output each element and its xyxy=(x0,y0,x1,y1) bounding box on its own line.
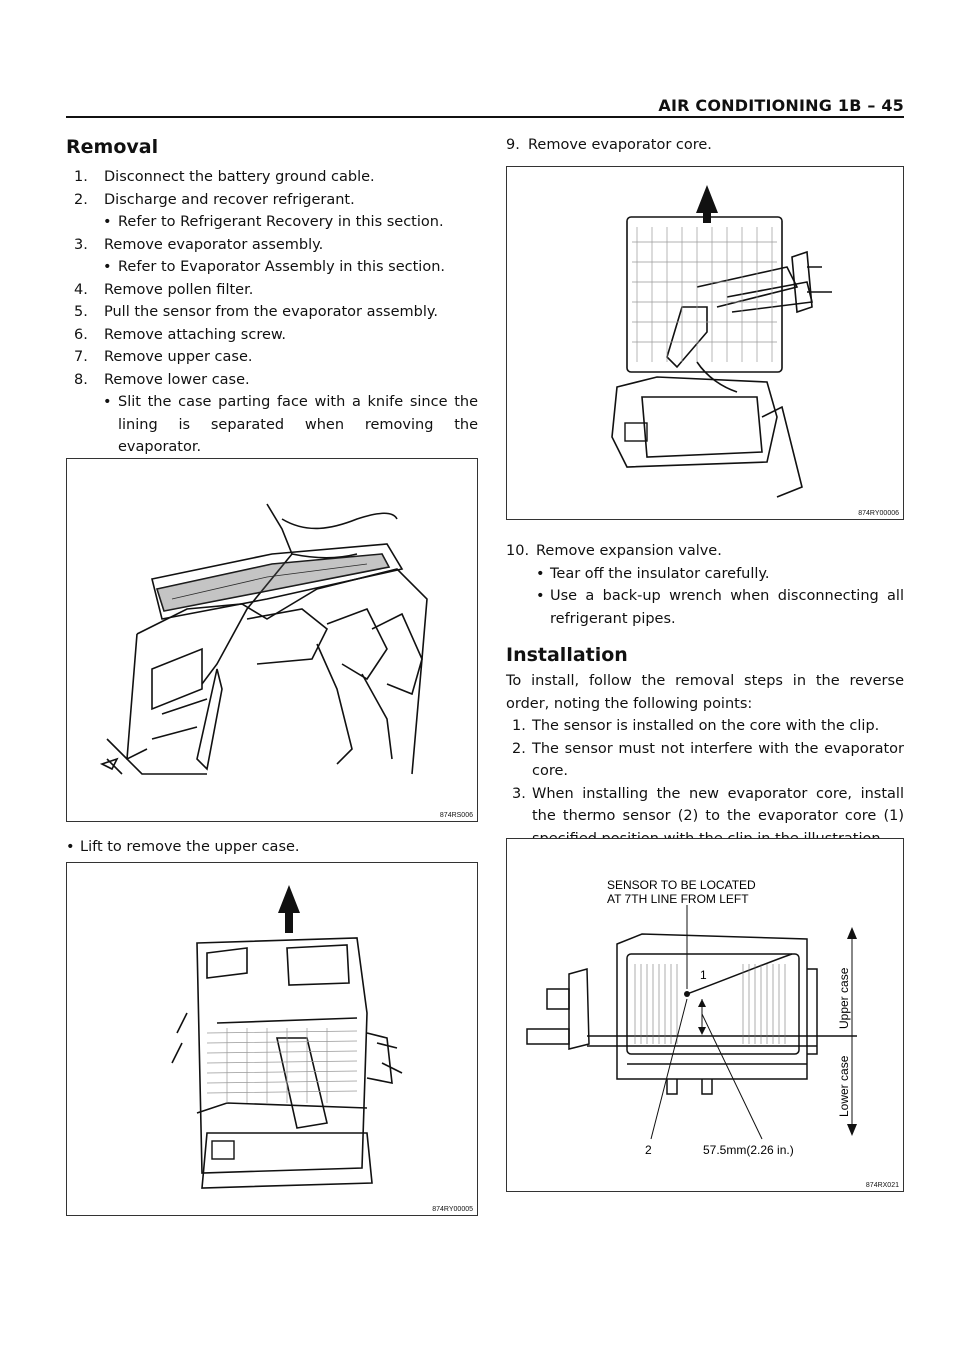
callout-2: 2 xyxy=(645,1143,652,1157)
header-rule xyxy=(66,116,904,118)
figure-code: 874RS006 xyxy=(439,812,473,819)
removal-step-10: 10.Remove expansion valve. xyxy=(506,543,722,559)
upper-case-label: Upper case xyxy=(837,967,851,1029)
sensor-position-diagram: SENSOR TO BE LOCATED AT 7TH LINE FROM LE… xyxy=(526,878,857,1157)
removal-step: 2.Discharge and recover refrigerant. xyxy=(74,191,355,208)
installation-intro: To install, follow the removal steps in … xyxy=(506,673,904,712)
step10-bullet: •Use a back-up wrench when disconnecting… xyxy=(536,588,904,627)
removal-step: 1.Disconnect the battery ground cable. xyxy=(74,169,375,185)
right-column: 9.Remove evaporator core. xyxy=(506,134,904,157)
upper-case-illustration xyxy=(171,885,403,1189)
figure-knife-slit-case: 874RS006 xyxy=(66,458,478,822)
figure-lift-upper-case: 874RY00005 xyxy=(66,862,478,1216)
removal-step: 3.Remove evaporator assembly. xyxy=(74,236,324,253)
lift-bullet: •Lift to remove the upper case. xyxy=(66,839,300,855)
removal-step: 7.Remove upper case. xyxy=(74,349,253,365)
removal-step: 8.Remove lower case. xyxy=(74,371,250,388)
installation-point: 2.The sensor must not interfere with the… xyxy=(512,740,904,780)
removal-step: 6.Remove attaching screw. xyxy=(74,326,287,343)
removal-bullet: •Refer to Refrigerant Recovery in this s… xyxy=(103,214,444,230)
installation-point: 1.The sensor is installed on the core wi… xyxy=(512,718,880,734)
lift-bullet-block: •Lift to remove the upper case. xyxy=(66,836,478,859)
installation-heading: Installation xyxy=(506,644,628,666)
dimension-label: 57.5mm(2.26 in.) xyxy=(703,1143,794,1157)
removal-step: 4.Remove pollen filter. xyxy=(74,281,254,298)
figure-code: 874RY00005 xyxy=(432,1206,473,1213)
figure-evaporator-core: 874RY00006 xyxy=(506,166,904,520)
sensor-note-line2: AT 7TH LINE FROM LEFT xyxy=(607,892,749,906)
step10-bullet: •Tear off the insulator carefully. xyxy=(536,565,770,582)
removal-step-9: 9.Remove evaporator core. xyxy=(506,137,712,153)
figure-sensor-position: SENSOR TO BE LOCATED AT 7TH LINE FROM LE… xyxy=(506,838,904,1192)
removal-bullet: •Refer to Evaporator Assembly in this se… xyxy=(103,259,446,275)
figure-code: 874RY00006 xyxy=(858,510,899,517)
page-header: AIR CONDITIONING 1B – 45 xyxy=(66,92,904,120)
removal-heading: Removal xyxy=(66,136,159,158)
removal-step: 5.Pull the sensor from the evaporator as… xyxy=(74,304,439,320)
removal-bullet: •Slit the case parting face with a knife… xyxy=(103,394,478,455)
lower-case-label: Lower case xyxy=(837,1055,851,1117)
step10-block: 10.Remove expansion valve. •Tear off the… xyxy=(506,540,904,850)
evaporator-core-illustration xyxy=(611,185,832,498)
knife-illustration xyxy=(99,503,428,775)
page-title: AIR CONDITIONING 1B – 45 xyxy=(658,96,904,115)
left-column: Removal 1.Disconnect the battery ground … xyxy=(66,134,478,459)
callout-1: 1 xyxy=(700,968,707,982)
sensor-note-line1: SENSOR TO BE LOCATED xyxy=(607,878,756,892)
figure-code: 874RX021 xyxy=(865,1182,899,1189)
